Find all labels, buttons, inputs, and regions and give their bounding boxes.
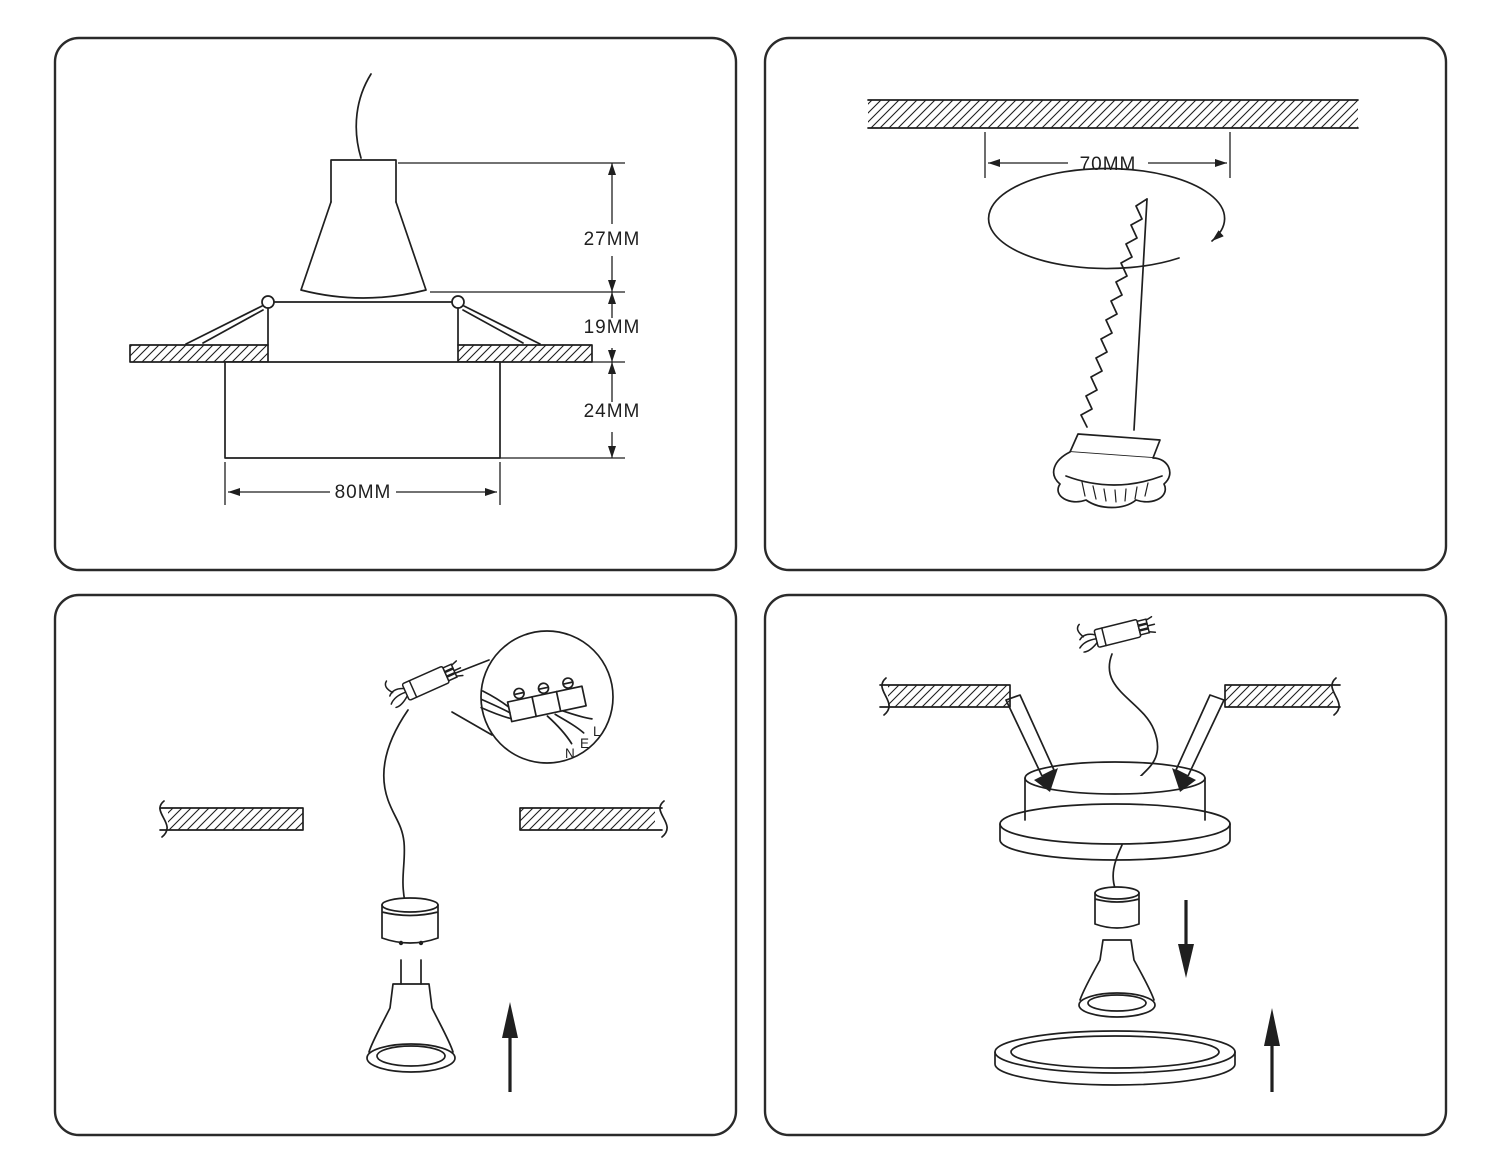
panel-wiring: L E N (53, 593, 738, 1137)
break-squiggles (881, 677, 1340, 716)
panel-mounting (763, 593, 1448, 1137)
saw-blade-teeth (1080, 198, 1148, 428)
fixture-body-sides (1024, 777, 1206, 821)
ceiling-lines (879, 684, 1341, 708)
panel-border (763, 593, 1448, 1137)
ceiling-hatch-left (168, 808, 303, 830)
dimension-annotations (224, 162, 625, 505)
terminal-block-detail (480, 677, 593, 745)
dim-label-lamp-height: 27MM (584, 229, 641, 250)
dim-label-body-width: 80MM (335, 482, 392, 503)
rotation-arrow (987, 167, 1226, 270)
clip-pivot-right (451, 295, 465, 309)
lamp-cone (300, 201, 427, 299)
lamp-holder (1094, 886, 1140, 929)
lamp-holder (381, 897, 439, 946)
trim-ring-rim (999, 823, 1231, 861)
push-up-arrow-head (1264, 1008, 1280, 1046)
hole-saw (1052, 198, 1171, 509)
clip-foot-right (1172, 768, 1196, 792)
terminal-label-live: L (593, 724, 601, 739)
dim-label-recess-depth: 24MM (584, 401, 641, 422)
panel-hole-cutting: 70MM (763, 36, 1448, 572)
supply-cable (382, 709, 409, 903)
panel-border (763, 36, 1448, 572)
panel-cross-section: 27MM 19MM 24MM 80MM (53, 36, 738, 572)
lamp-neck (330, 159, 397, 203)
spring-clip-right (462, 305, 541, 345)
terminal-label-earth: E (580, 736, 590, 751)
terminal-label-neutral: N (565, 746, 575, 761)
hole-dimension (984, 132, 1231, 178)
saw-grip-line (1065, 475, 1163, 486)
saw-handle (1052, 451, 1171, 509)
dim-label-collar-height: 19MM (584, 317, 641, 338)
ceiling-hatch-right (1225, 685, 1333, 707)
extension-lines-right (398, 162, 625, 459)
saw-blade-back (1133, 198, 1148, 431)
ceiling-hatch-left (129, 344, 269, 363)
fixture-body-top (1024, 761, 1206, 795)
zoom-circle (480, 630, 614, 764)
break-squiggles (159, 800, 668, 838)
ceiling-lines (867, 99, 1359, 129)
recessed-trim (224, 361, 501, 459)
ceiling-hatch-left (888, 685, 1010, 707)
ceiling-lines (159, 807, 663, 831)
spring-clip-left (185, 305, 264, 345)
fixture-body (267, 301, 459, 346)
saw-grip-hatch (1081, 481, 1149, 503)
panel-border (53, 593, 738, 1137)
fixture-with-clips (999, 694, 1231, 861)
ceiling-hatch-right (457, 344, 593, 363)
fixture-cross-section-drawing (129, 73, 593, 459)
dim-label-hole-diameter: 70MM (1080, 154, 1137, 175)
ceiling-hatch-right (520, 808, 655, 830)
spot-lamp (1078, 939, 1156, 1018)
lamp-pins (400, 959, 422, 985)
supply-cable-upper (1108, 653, 1159, 778)
extension-lines-bottom (224, 462, 501, 505)
insert-arrow-head (502, 1002, 518, 1038)
spot-lamp (366, 959, 456, 1073)
ceiling-hatch (868, 100, 1358, 128)
power-cable (355, 73, 372, 159)
clip-foot-left (1034, 768, 1058, 792)
push-down-arrow-head (1178, 944, 1194, 978)
clip-pivot-left (261, 295, 275, 309)
panel-border (53, 36, 738, 572)
decor-ring (994, 1030, 1236, 1086)
